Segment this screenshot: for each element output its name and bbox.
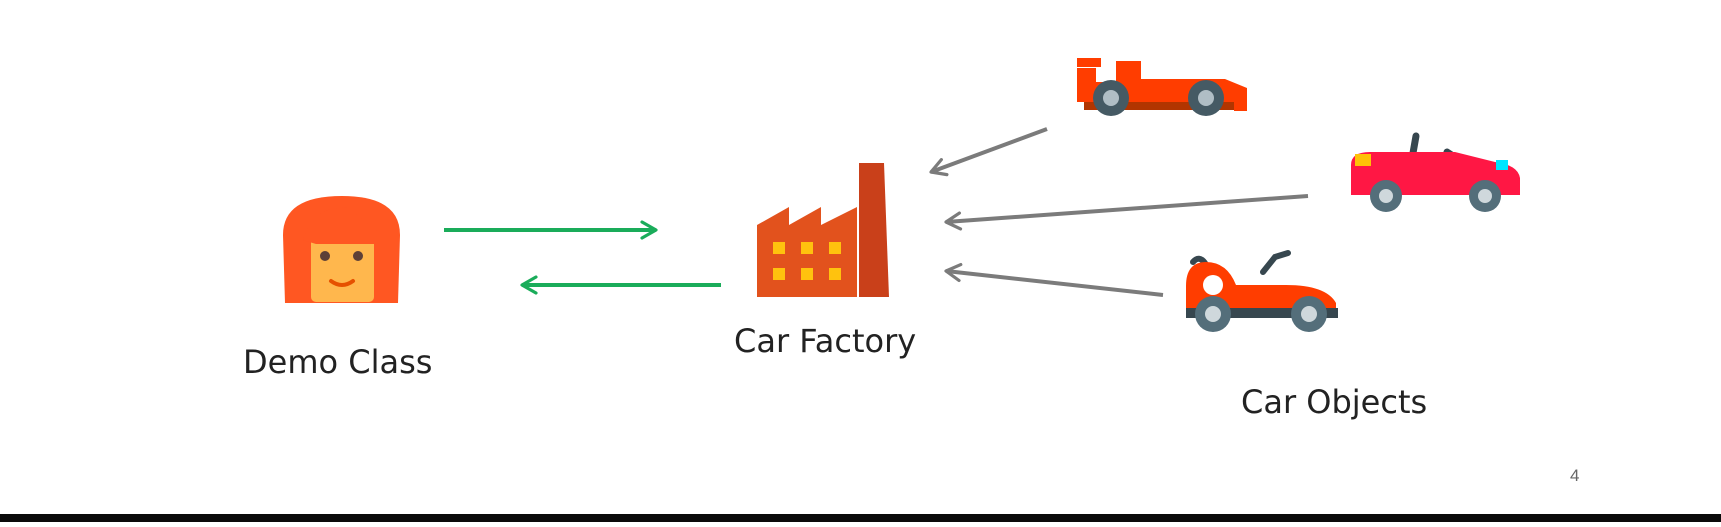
- factory-icon: [757, 163, 889, 297]
- car-objects-label: Car Objects: [1241, 383, 1428, 421]
- gray-arrow-race-car: [929, 127, 1048, 177]
- go-kart-icon: [1186, 250, 1338, 332]
- page-number: 4: [1570, 466, 1580, 485]
- gray-arrow-go-kart: [944, 262, 1164, 297]
- gray-arrow-convertible: [944, 194, 1309, 231]
- convertible-car-icon: [1351, 132, 1520, 212]
- race-car-icon: [1077, 58, 1247, 116]
- person-icon: [283, 196, 400, 303]
- car-factory-label: Car Factory: [734, 322, 917, 360]
- bottom-bar: [0, 514, 1721, 522]
- demo-class-label: Demo Class: [243, 343, 433, 381]
